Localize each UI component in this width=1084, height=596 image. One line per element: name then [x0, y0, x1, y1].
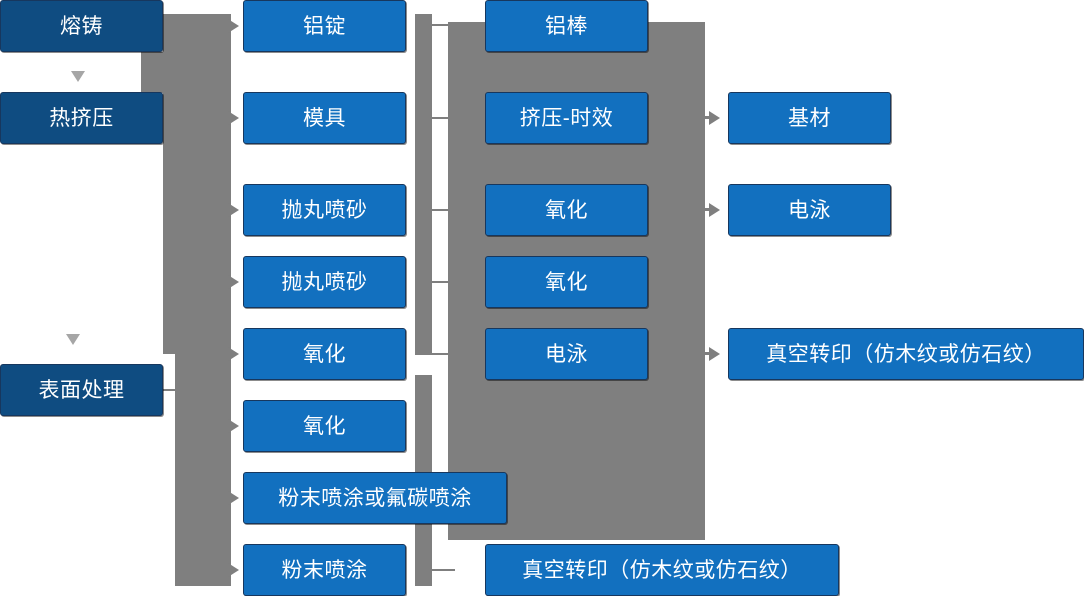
- treatment-box-oxidation-2[interactable]: 氧化: [485, 254, 648, 308]
- output-stem-1: [703, 116, 712, 119]
- trunk-arrow-1: [228, 19, 239, 33]
- treatment-box-oxidation-1[interactable]: 氧化: [485, 182, 648, 236]
- output-box-substrate[interactable]: 基材: [728, 90, 891, 144]
- mid-tick-1: [415, 24, 455, 26]
- material-box-mold[interactable]: 模具: [243, 90, 406, 144]
- mid-tick-4: [415, 281, 455, 283]
- mid-tick-5: [415, 353, 455, 355]
- material-box-powder-or-fluorocarbon-coating[interactable]: 粉末喷涂或氟碳喷涂: [243, 470, 507, 524]
- material-box-oxidation-2[interactable]: 氧化: [243, 398, 406, 452]
- stage-box-melting[interactable]: 熔铸: [0, 0, 163, 52]
- stage-down-arrow-1: [71, 71, 85, 82]
- stage-trunk-stub-top: [141, 52, 175, 93]
- trunk-arrow-3: [228, 203, 239, 217]
- mid-tick-2: [415, 117, 455, 119]
- treatment-box-extrusion-aging[interactable]: 挤压-时效: [485, 90, 648, 144]
- output-arrow-3: [709, 347, 720, 361]
- stage-down-arrow-2: [66, 334, 80, 345]
- treatment-box-aluminum-bar[interactable]: 铝棒: [485, 0, 648, 52]
- treatment-box-vacuum-transfer-printing[interactable]: 真空转印（仿木纹或仿石纹）: [485, 542, 839, 596]
- material-box-aluminum-ingot[interactable]: 铝锭: [243, 0, 406, 52]
- material-box-powder-coating[interactable]: 粉末喷涂: [243, 542, 406, 596]
- stage-box-surface-treatment[interactable]: 表面处理: [0, 362, 163, 416]
- material-box-oxidation-1[interactable]: 氧化: [243, 326, 406, 380]
- output-stem-3: [703, 352, 712, 355]
- mid-tick-6: [415, 569, 455, 571]
- output-box-vacuum-transfer-printing[interactable]: 真空转印（仿木纹或仿石纹）: [728, 326, 1084, 380]
- trunk-arrow-8: [228, 563, 239, 577]
- trunk-arrow-7: [228, 491, 239, 505]
- trunk-arrow-6: [228, 419, 239, 433]
- stage-box-hot-extrusion[interactable]: 热挤压: [0, 90, 163, 144]
- mid-tick-3: [415, 209, 455, 211]
- stage-surface-link: [163, 389, 187, 391]
- output-arrow-1: [709, 111, 720, 125]
- material-box-shot-blasting-2[interactable]: 抛丸喷砂: [243, 254, 406, 308]
- output-box-electrophoresis[interactable]: 电泳: [728, 182, 891, 236]
- treatment-box-electrophoresis[interactable]: 电泳: [485, 326, 648, 380]
- trunk-arrow-5: [228, 347, 239, 361]
- output-arrow-2: [709, 203, 720, 217]
- output-stem-2: [703, 208, 712, 211]
- mid-rail-upper: [415, 14, 432, 355]
- trunk-arrow-2: [228, 111, 239, 125]
- material-box-shot-blasting-1[interactable]: 抛丸喷砂: [243, 182, 406, 236]
- stage-trunk-narrow: [175, 354, 231, 586]
- trunk-arrow-4: [228, 275, 239, 289]
